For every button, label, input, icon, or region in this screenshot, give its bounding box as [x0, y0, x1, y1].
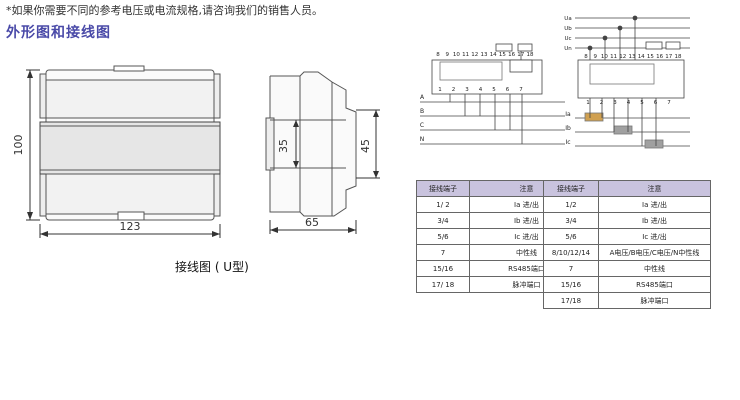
terminal-label: 15: [499, 52, 506, 58]
terminal-label: 11: [610, 54, 617, 60]
phase-label: N: [420, 136, 425, 143]
voltage-label: Ub: [564, 26, 572, 32]
current-label: Ib: [565, 125, 571, 132]
phase-label: B: [420, 108, 424, 115]
side-view: [265, 71, 380, 234]
terminal-label: 4: [627, 100, 631, 106]
terminal-label: 4: [479, 87, 483, 93]
note-cell: Ic 进/出: [598, 228, 711, 245]
wiring-right: [575, 15, 690, 149]
terminal-label: 2: [452, 87, 456, 93]
table-header: 接线端子: [416, 180, 470, 197]
terminal-label: 5: [492, 87, 496, 93]
phase-label: C: [420, 122, 424, 129]
terminal-label: 5: [640, 100, 644, 106]
terminal-label: 7: [667, 100, 671, 106]
table-header: 注意: [598, 180, 711, 197]
terminal-label: 7: [519, 87, 523, 93]
front-panel: [39, 121, 221, 175]
note-cell: Ia 进/出: [598, 196, 711, 213]
terminal-cell: 8/10/12/14: [543, 244, 599, 261]
note-cell: 中性线: [598, 260, 711, 277]
terminal-label: 3: [465, 87, 469, 93]
front-view: [26, 65, 221, 238]
terminal-cell: 17/ 18: [416, 276, 470, 293]
wiring-caption: 接线图 ( U型): [175, 260, 249, 274]
terminal-label: 15: [647, 54, 654, 60]
terminal-cell: 1/ 2: [416, 196, 470, 213]
terminal-cell: 15/16: [543, 276, 599, 293]
terminal-label: 14: [638, 54, 645, 60]
current-label: Ic: [565, 139, 570, 146]
side-outer-label: 45: [359, 139, 372, 153]
terminal-label: 3: [613, 100, 617, 106]
terminal-label: 1: [438, 87, 442, 93]
front-height-label: 100: [12, 135, 25, 156]
phase-label: A: [420, 94, 425, 101]
terminal-label: 10: [453, 52, 460, 58]
voltage-label: Ua: [564, 16, 571, 22]
voltage-label: Un: [564, 46, 572, 52]
side-inner-label: 35: [277, 139, 290, 153]
notice-text: *如果你需要不同的参考电压或电流规格,请咨询我们的销售人员。: [6, 4, 323, 17]
terminal-label: 17: [665, 54, 672, 60]
terminal-cell: 15/16: [416, 260, 470, 277]
terminal-label: 12: [619, 54, 626, 60]
terminal-label: 11: [462, 52, 469, 58]
terminal-label: 12: [471, 52, 478, 58]
terminal-label: 1: [586, 100, 590, 106]
terminal-cell: 5/6: [416, 228, 470, 245]
front-width-label: 123: [120, 220, 141, 233]
note-cell: A电压/B电压/C电压/N中性线: [598, 244, 711, 261]
terminal-label: 9: [445, 52, 449, 58]
terminal-label: 16: [508, 52, 515, 58]
note-cell: RS485端口: [598, 276, 711, 293]
terminal-label: 13: [629, 54, 636, 60]
terminal-cell: 1/2: [543, 196, 599, 213]
wiring-left: [420, 43, 565, 145]
terminal-label: 17: [517, 52, 524, 58]
terminal-label: 18: [675, 54, 682, 60]
side-depth-label: 65: [305, 216, 319, 229]
section-title: 外形图和接线图: [6, 25, 111, 41]
table-header: 接线端子: [543, 180, 599, 197]
terminal-cell: 3/4: [416, 212, 470, 229]
terminal-label: 8: [584, 54, 588, 60]
terminal-label: 13: [481, 52, 488, 58]
voltage-label: Uc: [564, 36, 571, 42]
terminal-label: 8: [436, 52, 440, 58]
terminal-label: 6: [654, 100, 658, 106]
terminal-cell: 5/6: [543, 228, 599, 245]
terminal-cell: 17/18: [543, 292, 599, 309]
current-label: Ia: [565, 111, 571, 118]
terminal-label: 10: [601, 54, 608, 60]
note-cell: Ib 进/出: [598, 212, 711, 229]
terminal-cell: 3/4: [543, 212, 599, 229]
terminal-label: 18: [527, 52, 534, 58]
terminal-label: 2: [600, 100, 604, 106]
terminal-cell: 7: [543, 260, 599, 277]
terminal-label: 9: [593, 54, 597, 60]
terminal-label: 6: [506, 87, 510, 93]
terminal-label: 16: [656, 54, 663, 60]
terminal-cell: 7: [416, 244, 470, 261]
terminal-label: 14: [490, 52, 497, 58]
note-cell: 脉冲端口: [598, 292, 711, 309]
